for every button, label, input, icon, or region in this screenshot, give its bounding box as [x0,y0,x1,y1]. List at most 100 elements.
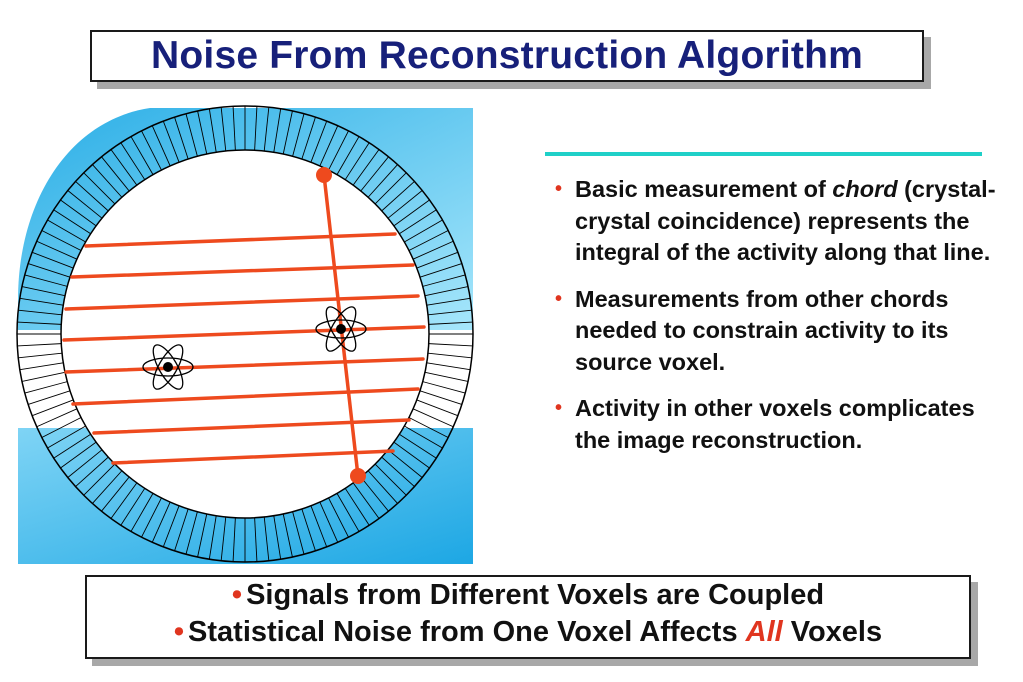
crystal-segment [336,493,360,532]
bullet-emphasis: chord [832,176,898,202]
crystal-segment [92,470,123,504]
bullet-text: (crystal-crystal coincidence) represents… [575,176,996,265]
crystal-segment [92,164,123,198]
crystal-segment [254,517,258,562]
crystal-segment [367,164,398,198]
crystal-segment [185,511,198,555]
title-box: Noise From Reconstruction Algorithm [90,30,924,82]
crystal-segment [28,263,71,278]
crystal-segment [416,251,459,269]
crystal-segment [18,352,63,359]
crystal-segment [374,172,407,205]
crystal-segment [344,488,370,526]
crystal-segment [422,274,466,287]
pet-ring-diagram [16,105,474,564]
bullet-dot: • [555,397,563,419]
crystal-segment [328,497,349,538]
crystal-segment [130,493,154,532]
crystal-segment [141,497,162,538]
crystal-segment [36,240,78,260]
crystal-segment [220,107,227,152]
crystal-hit-bottom [350,468,366,484]
chord-line [64,357,425,374]
crystal-segment [319,501,339,543]
crystal-segment [412,408,454,428]
crystal-segment [101,476,130,512]
crystal-segment [41,417,82,438]
crystal-segment [336,136,360,175]
crystal-segment [374,463,407,496]
crystal-segment [416,399,459,417]
crystal-segment [404,219,443,243]
bullet-dot: • [173,616,185,648]
crystal-segment [426,297,471,306]
crystal-segment [185,113,198,157]
chord-line [64,294,420,311]
crystal-segment [31,399,74,417]
crystal-segment [352,482,380,519]
crystal-segment [427,309,472,316]
crystal-segment [151,125,171,167]
crystal-segment [424,286,469,297]
crystal-segment [120,488,146,526]
summary-emphasis: All [745,616,783,648]
bullet-text: Basic measurement of [575,176,833,202]
crystal-segment [352,149,380,186]
bullet-item: • Activity in other voxels complicates t… [555,393,1010,456]
crystal-segment [75,181,109,212]
crystal-segment [360,156,389,192]
crystal-segment [162,120,180,163]
chord-line [62,325,426,342]
crystal-segment [83,463,116,496]
crystal-segment [21,286,66,297]
crystal-segment [53,433,91,459]
crystal-segment [360,476,389,512]
crystal-segment [24,381,68,394]
crystal-segment [422,381,466,394]
crystal-segment [310,505,328,548]
crystal-segment [110,149,138,186]
crystal-segment [151,501,171,543]
crystal-segment [282,513,293,558]
atom-icon [315,306,367,352]
crystal-segment [174,508,189,551]
crystal-segment [344,142,370,180]
crystal-segment [208,515,217,560]
crystal-segment [399,209,437,235]
crystal-segment [301,117,316,160]
crystal-segment [254,106,258,151]
crystal-segment [60,441,97,469]
crystal-hit-top [316,167,332,183]
crystal-segment [110,482,138,519]
bullet-item: • Basic measurement of chord (crystal-cr… [555,174,1010,269]
crystal-segment [399,433,437,459]
bullet-text: Measurements from other chords needed to… [575,285,949,375]
crystal-segment [41,230,82,251]
crystal-segment [60,199,97,227]
crystal-segment [419,390,462,405]
page-title: Noise From Reconstruction Algorithm [151,34,863,77]
bullet-dot: • [555,178,563,200]
crystal-segment [24,274,68,287]
crystal-segment [387,190,423,219]
crystal-segment [17,343,62,347]
bullet-dot: • [555,287,563,310]
crystal-segment [393,199,430,227]
crystal-segment [263,516,270,561]
crystal-segment [273,108,282,153]
crystal-segment [47,425,86,449]
crystal-segment [232,517,236,562]
crystal-segment [130,136,154,175]
crystal-segment [404,425,443,449]
crystal-segment [18,309,63,316]
crystal-segment [424,371,469,382]
crystal-segment [174,117,189,160]
crystal-segment [162,505,180,548]
bullet-item: • Measurements from other chords needed … [555,284,1010,379]
chord-line [111,449,395,465]
crystal-segment [197,110,208,155]
crystal-segment [381,456,415,487]
crystal-segment [17,321,62,325]
crystal-segment [263,107,270,152]
crystal-segment [282,110,293,155]
